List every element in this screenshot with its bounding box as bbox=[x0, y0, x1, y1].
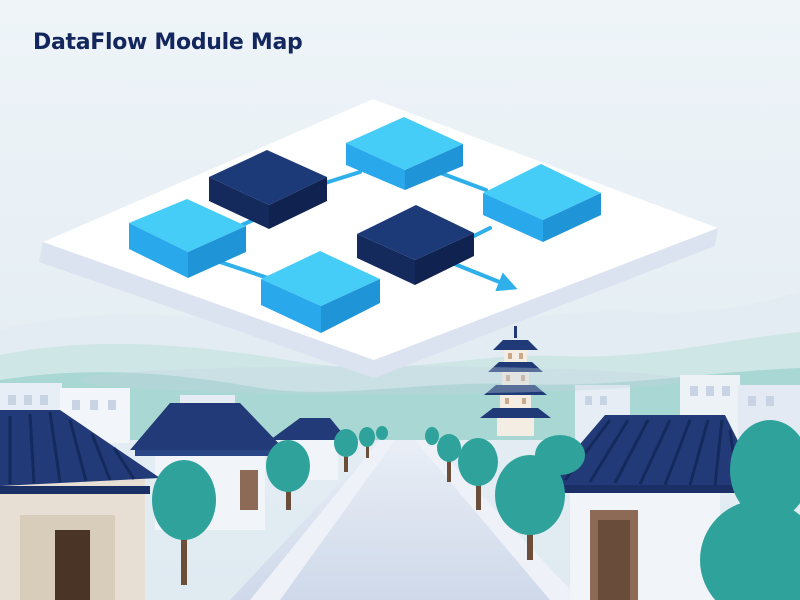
module-6 bbox=[261, 251, 380, 333]
hanok-house-right bbox=[545, 415, 760, 600]
street-icon bbox=[230, 440, 580, 600]
module-2-left bbox=[346, 143, 405, 190]
module-3 bbox=[483, 164, 601, 242]
module-3-top bbox=[483, 164, 601, 220]
connector-module-2-to-module-3 bbox=[436, 170, 488, 192]
module-3-left bbox=[483, 193, 543, 242]
module-4-left bbox=[129, 223, 188, 278]
hanok-house-icon bbox=[0, 403, 348, 600]
module-4 bbox=[129, 199, 246, 278]
sidewalk-left bbox=[250, 440, 395, 600]
sidewalk-right bbox=[415, 440, 580, 600]
module-2 bbox=[346, 117, 463, 190]
tree-icon bbox=[152, 420, 800, 600]
module-3-right bbox=[543, 193, 601, 242]
module-6-left bbox=[261, 279, 321, 333]
connector-module-1-to-module-2 bbox=[323, 170, 362, 185]
module-5 bbox=[357, 205, 474, 285]
module-6-right bbox=[321, 279, 380, 333]
module-1-right bbox=[269, 177, 327, 229]
module-5-right bbox=[415, 233, 474, 285]
module-5-left bbox=[357, 234, 415, 285]
module-5-top bbox=[357, 205, 474, 260]
module-1 bbox=[209, 150, 327, 229]
module-6-top bbox=[261, 251, 380, 306]
module-1-left bbox=[209, 177, 269, 229]
module-4-right bbox=[188, 226, 246, 278]
module-2-top bbox=[346, 117, 463, 170]
pagoda-icon bbox=[480, 326, 551, 436]
module-2-right bbox=[405, 144, 463, 190]
connector-module-5-to-exit bbox=[450, 261, 518, 292]
module-1-top bbox=[209, 150, 327, 205]
connector-module-4-to-module-6 bbox=[218, 260, 270, 280]
module-4-top bbox=[129, 199, 246, 252]
page-title: DataFlow Module Map bbox=[33, 30, 303, 55]
